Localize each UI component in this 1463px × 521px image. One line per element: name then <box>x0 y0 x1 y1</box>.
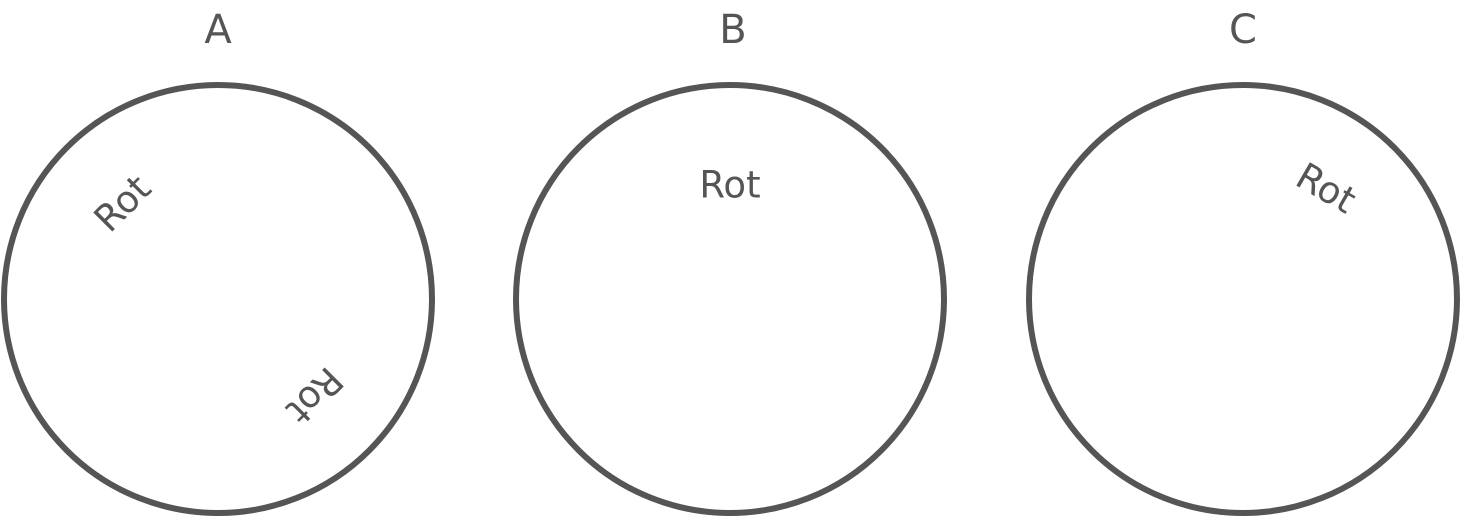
circle-outline-c <box>1026 82 1460 516</box>
panel-title-a: A <box>204 7 232 53</box>
panel-title-c: C <box>1229 7 1257 53</box>
sector-label-b-0: Rot <box>699 164 760 207</box>
circle-outline-b <box>513 82 947 516</box>
panel-b: Rot B <box>513 7 947 516</box>
panel-title-b: B <box>719 7 746 53</box>
circle-outline-a <box>1 82 435 516</box>
